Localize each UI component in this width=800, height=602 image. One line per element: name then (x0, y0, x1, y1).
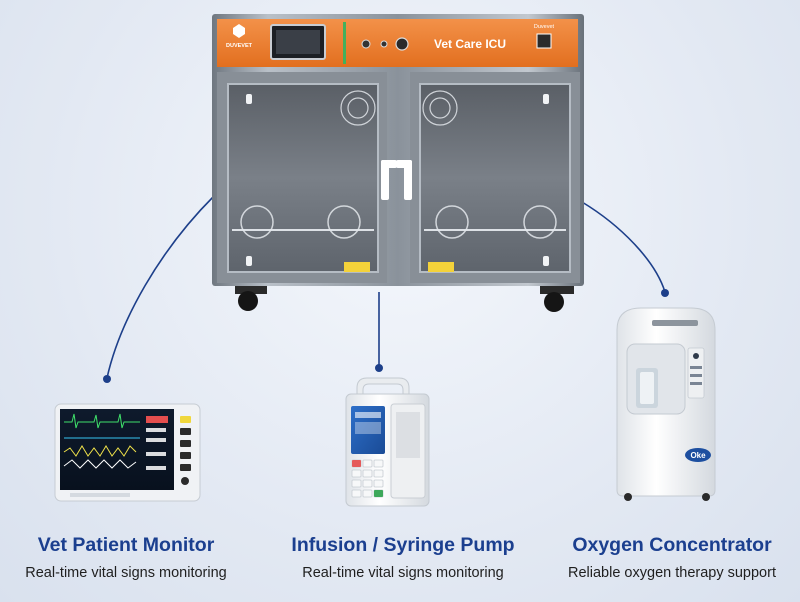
door-handles (381, 160, 412, 200)
fan-icon (340, 90, 376, 126)
left-door-glass (227, 83, 379, 273)
connector-lines (106, 195, 666, 379)
device-label-pump: Infusion / Syringe Pump Real-time vital … (276, 533, 530, 583)
glove-port-icon (435, 205, 469, 239)
monitor-buttons (180, 416, 191, 485)
icu-panel-text: Vet Care ICU (434, 37, 506, 51)
device-label-oxygen: Oxygen Concentrator Reliable oxygen ther… (544, 533, 800, 583)
power-button-icon (395, 37, 409, 51)
glove-port-icon (327, 205, 361, 239)
device-title: Vet Patient Monitor (37, 534, 215, 556)
glove-port-icon (240, 205, 274, 239)
patient-monitor-image (54, 403, 201, 502)
connector-dots (103, 289, 669, 383)
device-title: Oxygen Concentrator (572, 534, 772, 556)
device-subtitle: Reliable oxygen therapy support (568, 565, 776, 581)
icu-cabinet: DUVEVET Vet Care ICU Duvevet (212, 14, 584, 312)
brand-logo-text: DUVEVET (226, 43, 253, 49)
oxygen-logo-text: Oke (690, 451, 706, 460)
brand-small-text: Duvevet (534, 24, 555, 30)
infusion-pump-image (345, 377, 430, 507)
oxygen-concentrator-image: Oke (616, 307, 716, 501)
glove-port-icon (523, 205, 557, 239)
device-label-monitor: Vet Patient Monitor Real-time vital sign… (0, 533, 252, 583)
caster-wheels (235, 286, 574, 312)
connector-oxygen (581, 201, 666, 293)
device-subtitle: Real-time vital signs monitoring (302, 565, 504, 581)
power-switch-icon (536, 33, 552, 49)
knob-icon (361, 39, 371, 49)
brand-logo: DUVEVET (226, 24, 253, 49)
device-subtitle: Real-time vital signs monitoring (25, 565, 227, 581)
connector-monitor (106, 195, 215, 379)
right-door-glass (419, 83, 571, 273)
device-title: Infusion / Syringe Pump (291, 534, 515, 556)
knob-icon (380, 40, 388, 48)
oxygen-brand-badge (685, 448, 711, 462)
fan-icon (422, 90, 458, 126)
